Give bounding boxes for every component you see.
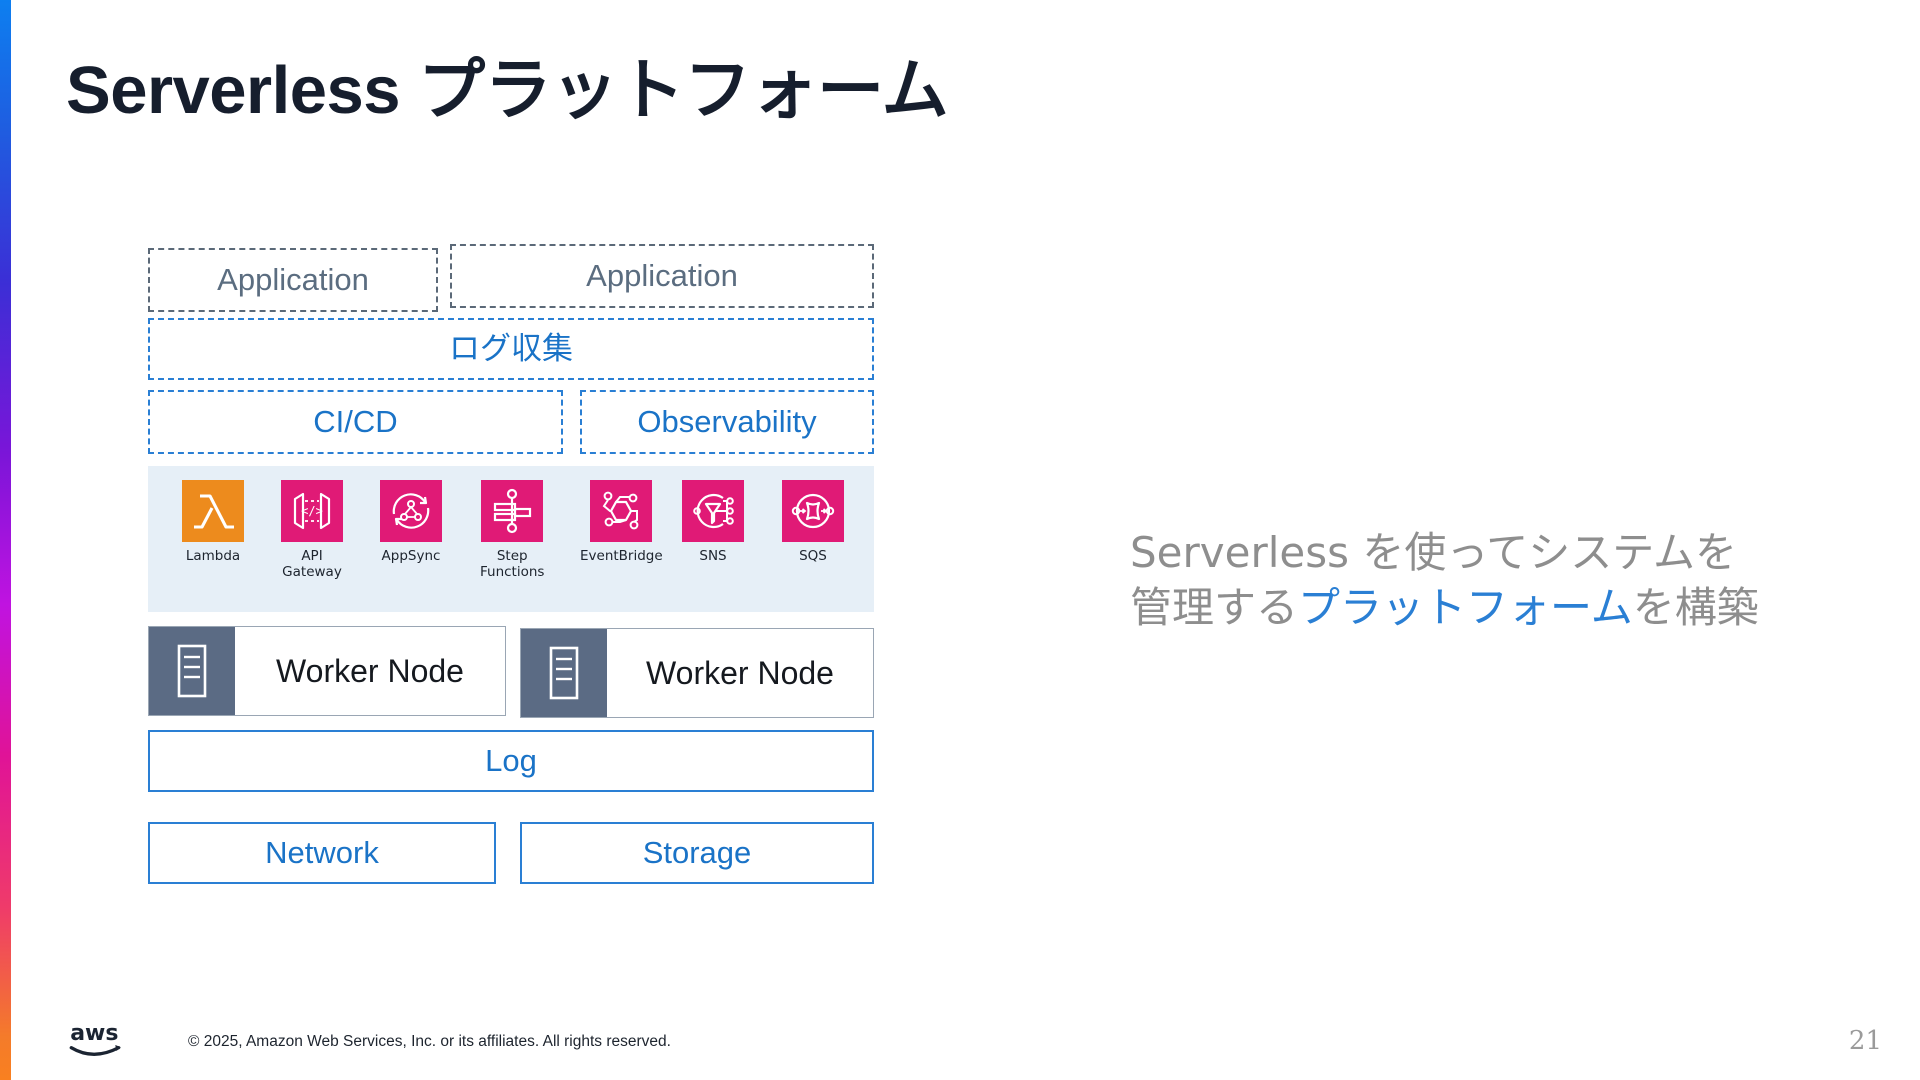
worker-node-2[interactable]: Worker Node (520, 628, 874, 718)
service-appsync[interactable]: AppSync (380, 480, 442, 565)
observability-label: Observability (637, 403, 817, 439)
sns-icon (693, 493, 734, 529)
caption-line-1: Serverless を使ってシステムを (1130, 528, 1737, 577)
server-rack-icon (549, 646, 579, 700)
application-box-2-label: Application (586, 257, 738, 293)
api-gateway-icon: </> (293, 492, 331, 530)
cicd-label: CI/CD (313, 403, 398, 439)
log-box-label: Log (485, 742, 537, 778)
caption-line-2-highlight: プラットフォーム (1298, 583, 1633, 633)
sns-tile (682, 480, 744, 542)
service-sns[interactable]: SNS (682, 480, 744, 565)
appsync-icon (392, 493, 430, 529)
lambda-tile (182, 480, 244, 542)
service-api-gateway-label: API Gateway (282, 548, 342, 580)
service-appsync-label: AppSync (381, 548, 441, 564)
eventbridge-icon (603, 491, 639, 530)
service-api-gateway[interactable]: </> API Gateway (281, 480, 343, 581)
log-collection-box[interactable]: ログ収集 (148, 318, 874, 380)
svg-text:aws: aws (70, 1021, 118, 1046)
service-lambda-label: Lambda (185, 548, 241, 564)
service-sns-label: SNS (699, 548, 727, 564)
copyright-text: © 2025, Amazon Web Services, Inc. or its… (188, 1033, 671, 1050)
caption-line-2: 管理するプラットフォームを構築 (1130, 580, 1890, 635)
service-eventbridge[interactable]: EventBridge (580, 480, 663, 565)
service-lambda[interactable]: Lambda (182, 480, 244, 565)
worker-node-1-icon-panel (149, 627, 235, 715)
caption-line-2-pre: 管理する (1130, 583, 1299, 633)
network-box[interactable]: Network (148, 822, 496, 884)
sqs-icon (791, 493, 835, 529)
appsync-tile (380, 480, 442, 542)
service-step-functions[interactable]: Step Functions (480, 480, 544, 581)
worker-node-1-label: Worker Node (276, 652, 464, 689)
application-box-2[interactable]: Application (450, 244, 874, 308)
architecture-diagram: Application Application ログ収集 CI/CD Obser… (148, 244, 1054, 958)
svg-text:</>: </> (301, 504, 323, 518)
service-sqs[interactable]: SQS (782, 480, 844, 565)
service-step-functions-label: Step Functions (480, 548, 545, 580)
application-box-1[interactable]: Application (148, 248, 438, 312)
left-gradient-accent-bar (0, 0, 11, 1080)
service-sqs-label: SQS (799, 548, 827, 564)
cicd-box[interactable]: CI/CD (148, 390, 563, 454)
aws-services-band: Lambda </> API Gateway (148, 466, 874, 612)
network-box-label: Network (265, 834, 379, 870)
page-title: Serverless プラットフォーム (66, 53, 949, 128)
sqs-tile (782, 480, 844, 542)
worker-node-2-label: Worker Node (646, 654, 834, 691)
lambda-icon (194, 494, 234, 529)
application-box-1-label: Application (217, 261, 369, 297)
log-box[interactable]: Log (148, 730, 874, 792)
caption-line-2-post: を構築 (1632, 583, 1759, 633)
api-gateway-tile: </> (281, 480, 343, 542)
service-eventbridge-label: EventBridge (580, 548, 663, 564)
step-functions-tile (481, 480, 544, 542)
aws-logo: aws (69, 1021, 121, 1056)
storage-box-label: Storage (642, 834, 752, 870)
log-collection-label: ログ収集 (449, 330, 573, 366)
observability-box[interactable]: Observability (580, 390, 874, 454)
server-rack-icon (177, 644, 207, 698)
caption-text: Serverless を使ってシステムを 管理するプラットフォームを構築 (1130, 525, 1890, 636)
eventbridge-tile (590, 480, 653, 542)
step-functions-icon (494, 488, 532, 534)
worker-node-2-icon-panel (521, 629, 607, 717)
storage-box[interactable]: Storage (520, 822, 874, 884)
worker-node-1[interactable]: Worker Node (148, 626, 506, 716)
page-number: 21 (1848, 1026, 1882, 1056)
